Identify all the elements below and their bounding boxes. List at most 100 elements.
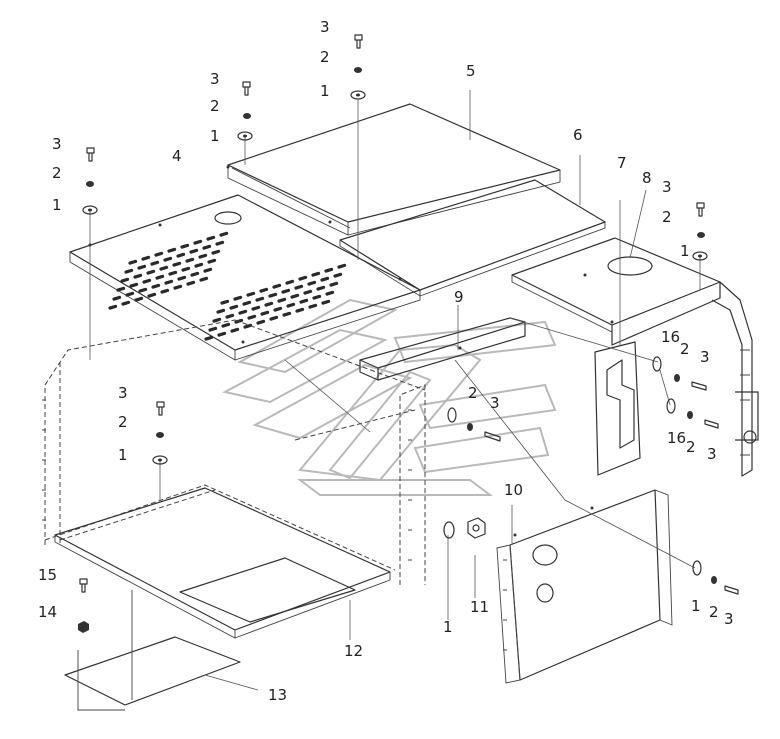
bracket-7 [594, 200, 641, 476]
callout-label: 3 [210, 70, 220, 88]
callout-label: 10 [504, 481, 523, 499]
louver-slot [225, 313, 235, 319]
louver-slot [164, 279, 174, 285]
louver-slot [142, 278, 152, 284]
louver-slot [329, 281, 339, 287]
louver-slot [255, 296, 265, 302]
lock-washer-icon [711, 576, 717, 584]
louver-slot [163, 256, 173, 262]
flat-washer-icon [652, 356, 662, 372]
bolt-icon [484, 431, 501, 442]
louver-slot [316, 285, 326, 291]
bottom-plate-13 [64, 590, 241, 711]
louver-slot [337, 263, 347, 269]
louver-slot [294, 284, 304, 290]
louver-slot [229, 304, 239, 310]
louver-slot [298, 275, 308, 281]
floor-panel-12 [54, 487, 391, 639]
callout-label: 3 [490, 394, 500, 412]
louver-slot [307, 280, 317, 286]
louver-slot [202, 244, 212, 250]
louver-slot [120, 277, 130, 283]
bolt-icon [242, 81, 251, 96]
louver-slot [308, 303, 318, 309]
louver-slot [312, 294, 322, 300]
callout-label: 2 [118, 413, 128, 431]
louver-slot [216, 308, 226, 314]
louver-slot [206, 235, 216, 241]
callout-label: 7 [617, 154, 627, 172]
callout-label: 3 [52, 135, 62, 153]
watermark-logo [222, 298, 557, 496]
callout-label: 3 [700, 348, 710, 366]
louver-slot [221, 322, 231, 328]
callout-label: 1 [320, 82, 330, 100]
callout-labels: 3 2 1 5 3 2 1 3 2 1 4 6 7 8 3 2 1 9 16 2… [38, 18, 734, 704]
lock-washer-icon [156, 432, 164, 438]
louver-slot [147, 292, 157, 298]
louver-slot [181, 266, 191, 272]
nut-icon [78, 621, 89, 633]
callout-label: 16 [667, 429, 686, 447]
bolt-icon [86, 147, 95, 162]
flat-washer-icon [692, 251, 708, 261]
bolt-icon [696, 202, 705, 217]
louver-slot [217, 331, 227, 337]
louver-slot [220, 299, 230, 305]
callout-label: 1 [118, 446, 128, 464]
bolt-icon [724, 585, 739, 595]
flat-washer-icon [152, 455, 168, 465]
louver-slot [285, 279, 295, 285]
louver-slot [167, 247, 177, 253]
louver-slot [238, 309, 248, 315]
louver-slot [138, 287, 148, 293]
louver-slot [230, 327, 240, 333]
callout-label: 2 [709, 603, 719, 621]
louver-slot [154, 251, 164, 257]
callout-label: 1 [443, 618, 453, 636]
callout-label: 11 [470, 598, 489, 616]
callout-label: 2 [320, 48, 330, 66]
callout-label: 1 [210, 127, 220, 145]
louver-slot [112, 295, 122, 301]
louver-slot [281, 288, 291, 294]
rail-9 [359, 317, 526, 381]
callout-label: 15 [38, 566, 57, 584]
louver-slot [168, 270, 178, 276]
louver-slot [303, 289, 313, 295]
louver-slot [160, 288, 170, 294]
louver-slot [212, 317, 222, 323]
lock-washer-icon [354, 67, 362, 73]
louver-slot [199, 276, 209, 282]
louver-slot [193, 239, 203, 245]
louver-slot [264, 301, 274, 307]
louver-slot [121, 300, 131, 306]
louver-slot [311, 271, 321, 277]
louver-slot [299, 298, 309, 304]
louver-slot [260, 310, 270, 316]
louver-slot [290, 293, 300, 299]
flat-washer-icon [443, 521, 455, 539]
lock-washer-icon [467, 423, 473, 431]
callout-label: 16 [661, 328, 680, 346]
louver-slot [325, 290, 335, 296]
louver-slot [295, 307, 305, 313]
callout-label: 3 [724, 610, 734, 628]
flat-washer-icon [350, 90, 366, 100]
callout-label: 2 [662, 208, 672, 226]
flat-washer-icon [692, 560, 702, 576]
louvered-panel-4 [69, 194, 421, 361]
louver-slot [207, 258, 217, 264]
louver-slot [203, 267, 213, 273]
louver-slot [233, 295, 243, 301]
callout-label: 2 [680, 340, 690, 358]
flat-washer-icon [82, 205, 98, 215]
louver-slot [173, 284, 183, 290]
callout-label: 2 [468, 384, 478, 402]
callout-label: 14 [38, 603, 57, 621]
louver-slot [177, 275, 187, 281]
callout-label: 12 [344, 642, 363, 660]
nut-icon [467, 517, 486, 539]
louver-slot [333, 272, 343, 278]
